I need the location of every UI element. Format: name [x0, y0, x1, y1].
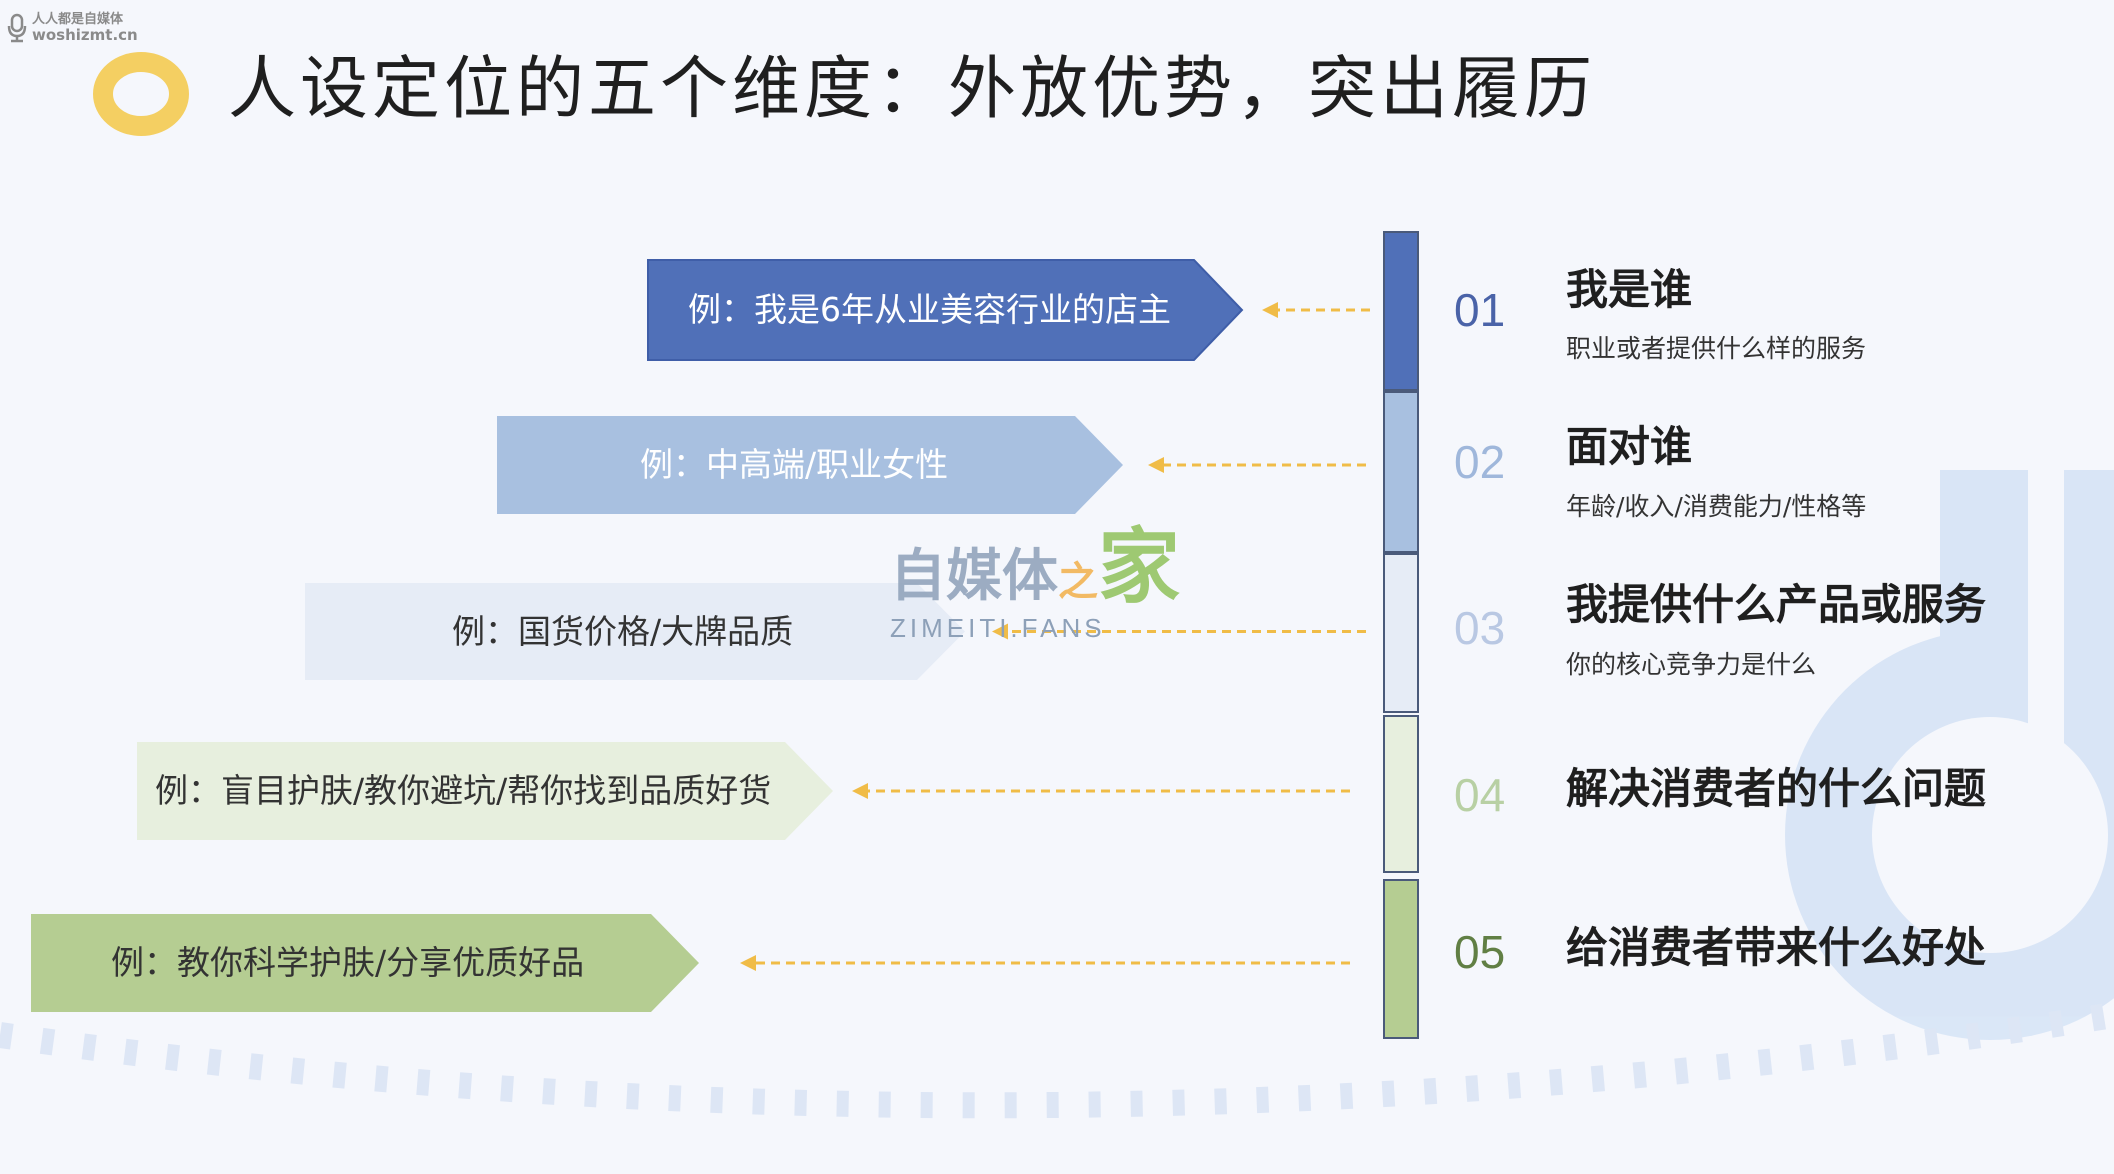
level-bar-05 [1383, 879, 1419, 1039]
example-label-02: 例：中高端/职业女性 [640, 445, 949, 484]
dimension-subtitle-03: 你的核心竞争力是什么 [1566, 650, 1817, 679]
connector-arrowhead-05 [740, 955, 756, 971]
dimension-number-01: 01 [1454, 284, 1506, 336]
example-arrow-04 [137, 742, 833, 840]
watermark-domain: ZIMEITI.FANS [890, 613, 1106, 643]
dimension-title-04: 解决消费者的什么问题 [1566, 764, 1987, 813]
example-label-01: 例：我是6年从业美容行业的店主 [688, 290, 1171, 329]
connector-arrowhead-02 [1148, 457, 1164, 473]
example-arrow-02 [497, 416, 1123, 514]
dimension-subtitle-02: 年龄/收入/消费能力/性格等 [1566, 492, 1867, 521]
dimension-title-03: 我提供什么产品或服务 [1566, 580, 1987, 629]
background-d-shape [1785, 470, 2114, 1040]
title-ring-icon [93, 52, 189, 136]
example-label-05: 例：教你科学护肤/分享优质好品 [111, 943, 585, 982]
example-label-04: 例：盲目护肤/教你避坑/帮你找到品质好货 [155, 771, 772, 810]
dimension-title-05: 给消费者带来什么好处 [1566, 923, 1987, 972]
site-logo-domain: woshizmt.cn [32, 26, 138, 44]
dimension-number-04: 04 [1454, 769, 1506, 821]
site-logo: 人人都是自媒体 woshizmt.cn [6, 12, 138, 44]
site-logo-name: 人人都是自媒体 [32, 12, 124, 27]
dimension-title-02: 面对谁 [1566, 422, 1693, 471]
level-bar-02 [1383, 391, 1419, 553]
watermark: 自媒体之家 ZIMEITI.FANS [890, 520, 1181, 643]
dimension-number-03: 03 [1454, 602, 1506, 654]
dimension-subtitle-01: 职业或者提供什么样的服务 [1566, 334, 1867, 363]
dimension-number-02: 02 [1454, 436, 1506, 488]
example-arrow-01 [647, 259, 1244, 361]
connector-arrowhead-04 [852, 783, 868, 799]
example-arrow-05 [31, 914, 699, 1012]
level-bar-04 [1383, 715, 1419, 873]
dimension-number-05: 05 [1454, 926, 1506, 978]
connector-arrowhead-01 [1262, 302, 1278, 318]
watermark-logo-text: 自媒体之家 [890, 520, 1181, 615]
connector-arrowhead-03 [992, 623, 1008, 640]
example-arrow-03 [305, 583, 965, 680]
example-label-03: 例：国货价格/大牌品质 [452, 611, 794, 651]
dimension-title-01: 我是谁 [1566, 265, 1693, 314]
level-bar-01 [1383, 231, 1419, 391]
page-title: 人设定位的五个维度：外放优势，突出履历 [228, 50, 1597, 129]
background-dashed-arc [0, 1002, 2114, 1119]
microphone-icon [7, 13, 27, 43]
level-bar-03 [1383, 553, 1419, 713]
